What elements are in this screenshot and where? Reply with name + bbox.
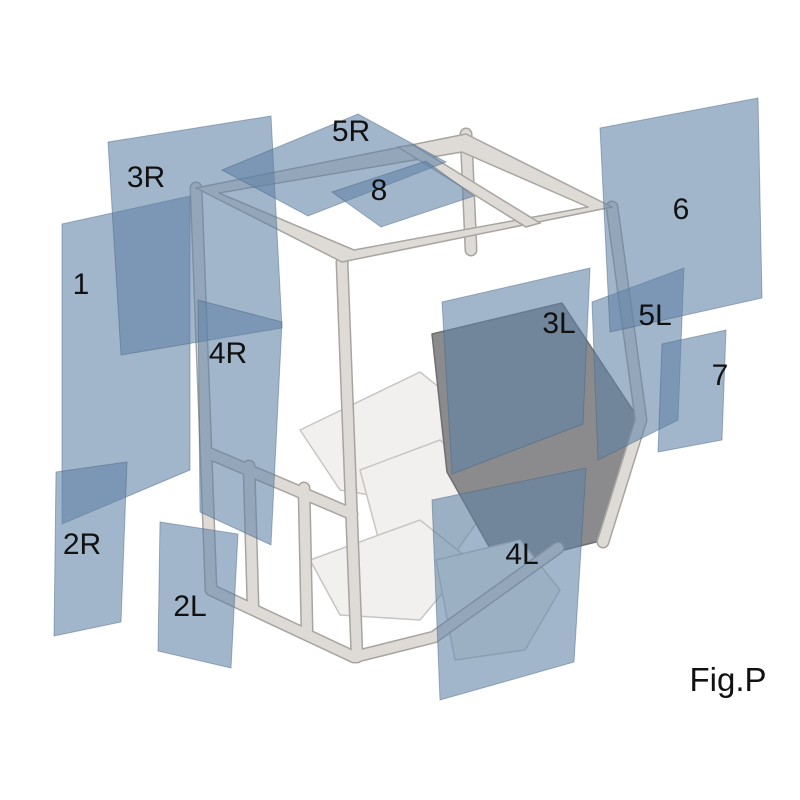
glass-panel-4R — [197, 299, 283, 546]
glass-panel-5R — [220, 113, 448, 217]
panel-label-4R: 4R — [209, 337, 247, 370]
figure-caption: Fig.P — [689, 661, 766, 698]
glass-panel-2L — [157, 521, 239, 669]
glass-panel-3L — [441, 267, 591, 475]
panel-label-1: 1 — [73, 268, 90, 301]
glass-panels-layer — [53, 97, 763, 701]
panel-label-2L: 2L — [173, 590, 206, 623]
panel-label-3L: 3L — [542, 307, 575, 340]
panel-label-4L: 4L — [505, 538, 538, 571]
glass-panel-7 — [657, 329, 727, 453]
panel-label-5R: 5R — [332, 115, 370, 148]
panel-label-6: 6 — [673, 193, 690, 226]
glass-panel-2R — [53, 461, 128, 637]
panel-label-3R: 3R — [127, 161, 165, 194]
panel-label-2R: 2R — [63, 528, 101, 561]
panel-label-7: 7 — [712, 359, 729, 392]
glass-panel-6 — [599, 97, 763, 333]
glass-panel-8 — [330, 160, 476, 228]
panel-label-5L: 5L — [638, 299, 671, 332]
glass-panel-4L — [431, 467, 587, 701]
panel-label-8: 8 — [371, 174, 388, 207]
